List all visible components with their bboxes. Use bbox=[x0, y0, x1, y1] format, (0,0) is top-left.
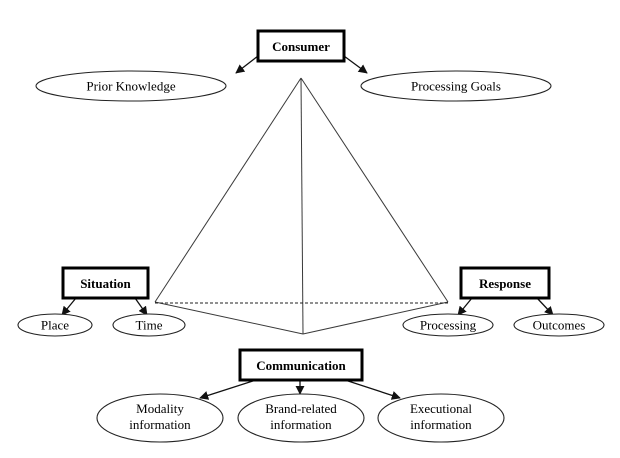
place-ellipse: Place bbox=[17, 313, 93, 337]
executional-label-line-1: Executional bbox=[410, 401, 472, 416]
modality-label-line-1: Modality bbox=[136, 401, 184, 416]
modality-information-ellipse: Modality information bbox=[96, 393, 224, 443]
consumer-box: Consumer bbox=[256, 29, 346, 63]
pyramid-edge-apex-left bbox=[154, 77, 302, 303]
arrow-communication-to-executional bbox=[344, 379, 401, 400]
arrow-consumer-to-processing-goals bbox=[343, 55, 368, 74]
arrow-situation-to-time bbox=[134, 297, 148, 316]
pyramid-edge-left-front bbox=[154, 301, 304, 335]
brand-related-information-ellipse: Brand-related information bbox=[237, 393, 365, 443]
pyramid-edge-apex-right bbox=[300, 77, 449, 303]
consumer-label: Consumer bbox=[272, 39, 330, 54]
processing-label: Processing bbox=[420, 318, 477, 333]
brand-related-label-line-2: information bbox=[270, 417, 332, 432]
arrow-consumer-to-prior-knowledge bbox=[235, 55, 259, 74]
arrow-communication-to-modality bbox=[199, 379, 257, 400]
prior-knowledge-label: Prior Knowledge bbox=[86, 79, 175, 94]
outcomes-label: Outcomes bbox=[533, 318, 586, 333]
response-box: Response bbox=[459, 266, 551, 300]
executional-label-line-2: information bbox=[410, 417, 472, 432]
place-label: Place bbox=[41, 318, 69, 333]
situation-box: Situation bbox=[61, 266, 150, 300]
brand-related-label-line-1: Brand-related bbox=[265, 401, 337, 416]
processing-goals-ellipse: Processing Goals bbox=[360, 70, 552, 102]
arrow-response-to-outcomes bbox=[536, 297, 554, 316]
pyramid-edge-apex-front bbox=[300, 77, 304, 335]
modality-label-line-2: information bbox=[129, 417, 191, 432]
communication-label: Communication bbox=[256, 358, 346, 373]
processing-ellipse: Processing bbox=[402, 313, 494, 337]
response-label: Response bbox=[479, 276, 531, 291]
prior-knowledge-ellipse: Prior Knowledge bbox=[35, 70, 227, 102]
arrows bbox=[61, 55, 554, 400]
time-label: Time bbox=[136, 318, 163, 333]
situation-label: Situation bbox=[80, 276, 131, 291]
outcomes-ellipse: Outcomes bbox=[513, 313, 605, 337]
arrow-situation-to-place bbox=[61, 297, 77, 316]
communication-box: Communication bbox=[238, 348, 364, 382]
processing-goals-label: Processing Goals bbox=[411, 79, 501, 94]
pyramid bbox=[154, 77, 449, 335]
arrow-response-to-processing bbox=[457, 297, 473, 316]
time-ellipse: Time bbox=[112, 313, 186, 337]
pyramid-edge-right-front bbox=[302, 301, 449, 335]
executional-information-ellipse: Executional information bbox=[377, 393, 505, 443]
